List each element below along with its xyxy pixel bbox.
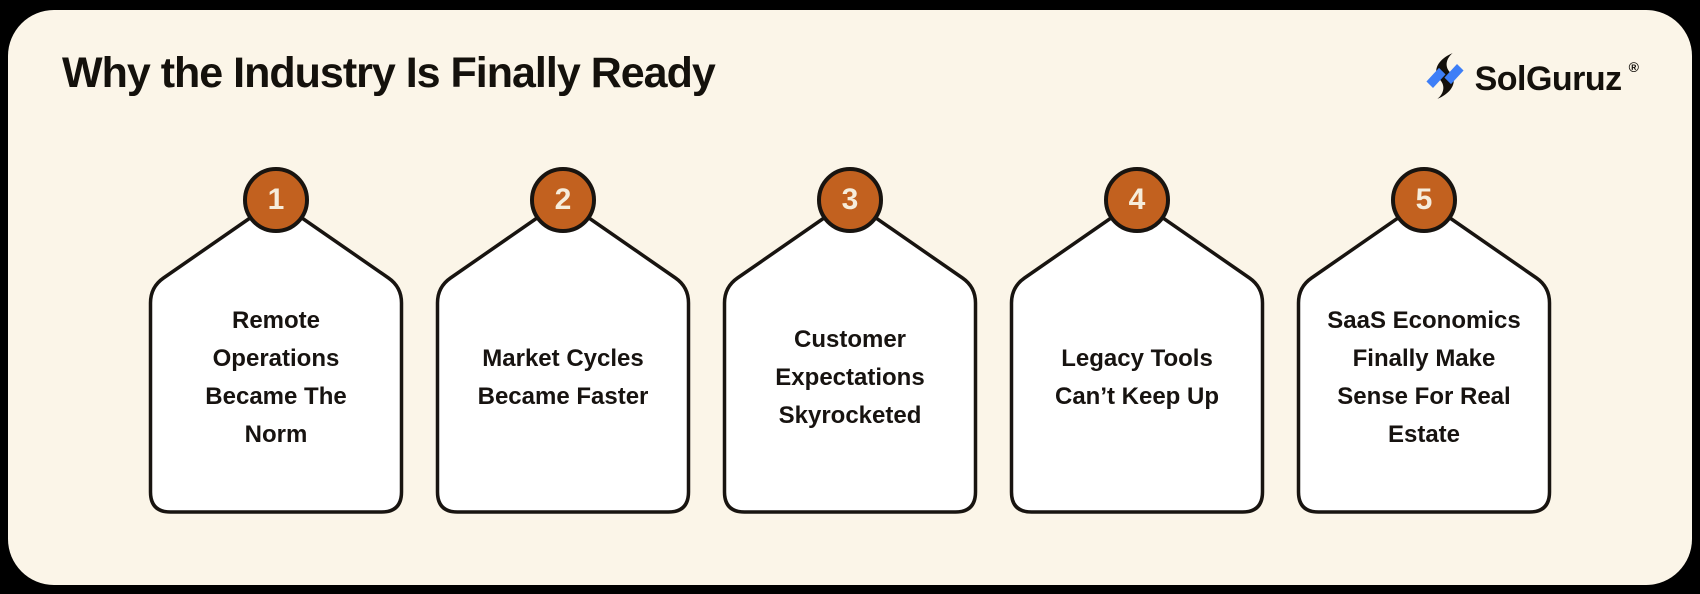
reason-card-1: 1 Remote Operations Became The Norm	[148, 167, 404, 519]
content-panel: Why the Industry Is Finally Ready SolGur…	[8, 10, 1692, 585]
logo-wordmark: SolGuruz	[1474, 59, 1623, 98]
card-label-line: Customer	[793, 326, 907, 353]
step-number: 4	[1128, 183, 1146, 216]
reason-card-3: 3 Customer Expectations Skyrocketed	[722, 167, 978, 519]
card-label-line: Expectations	[775, 364, 925, 391]
reason-card-2: 2 Market Cycles Became Faster	[435, 167, 691, 519]
house-shape	[435, 198, 691, 514]
card-label: SaaS Economics Finally Make Sense For Re…	[1306, 262, 1542, 494]
step-number: 3	[841, 183, 859, 216]
step-number-badge: 5	[1391, 167, 1457, 233]
step-number-badge: 1	[243, 167, 309, 233]
card-label-line: Became The	[205, 383, 347, 410]
card-label-line: Estate	[1387, 421, 1461, 448]
house-shape	[1009, 198, 1265, 514]
card-label-line: Norm	[244, 421, 308, 448]
card-label-line: Skyrocketed	[778, 402, 922, 429]
step-number: 2	[554, 183, 572, 216]
house-shape	[1296, 198, 1552, 514]
card-label: Remote Operations Became The Norm	[158, 262, 394, 494]
step-number: 1	[267, 183, 285, 216]
card-label-line: Legacy Tools	[1061, 345, 1213, 372]
step-number-badge: 4	[1104, 167, 1170, 233]
card-label-line: Can’t Keep Up	[1054, 383, 1219, 410]
registered-trademark-symbol: ®	[1628, 58, 1639, 75]
card-label-line: Became Faster	[477, 383, 649, 410]
card-label-line: SaaS Economics	[1327, 307, 1521, 334]
card-label-line: Finally Make	[1352, 345, 1496, 372]
step-number-badge: 2	[530, 167, 596, 233]
page-title: Why the Industry Is Finally Ready	[62, 49, 716, 97]
card-label-line: Operations	[212, 345, 340, 372]
header: Why the Industry Is Finally Ready SolGur…	[8, 10, 1692, 105]
card-label: Legacy Tools Can’t Keep Up	[1019, 262, 1255, 494]
reason-card-4: 4 Legacy Tools Can’t Keep Up	[1009, 167, 1265, 519]
card-label-line: Sense For Real	[1337, 383, 1511, 410]
card-label-line: Remote	[231, 307, 321, 334]
card-label: Market Cycles Became Faster	[445, 262, 681, 494]
house-shape	[722, 198, 978, 514]
house-shape	[148, 198, 404, 514]
card-label: Customer Expectations Skyrocketed	[732, 262, 968, 494]
solguruz-bolt-icon	[1421, 52, 1469, 105]
step-number-badge: 3	[817, 167, 883, 233]
reason-card-5: 5 SaaS Economics Finally Make Sense For …	[1296, 167, 1552, 519]
reason-cards-row: 1 Remote Operations Became The Norm 2 Ma…	[8, 167, 1692, 519]
step-number: 5	[1415, 183, 1433, 216]
card-label-line: Market Cycles	[482, 345, 644, 372]
solguruz-logo: SolGuruz ®	[1421, 52, 1639, 105]
